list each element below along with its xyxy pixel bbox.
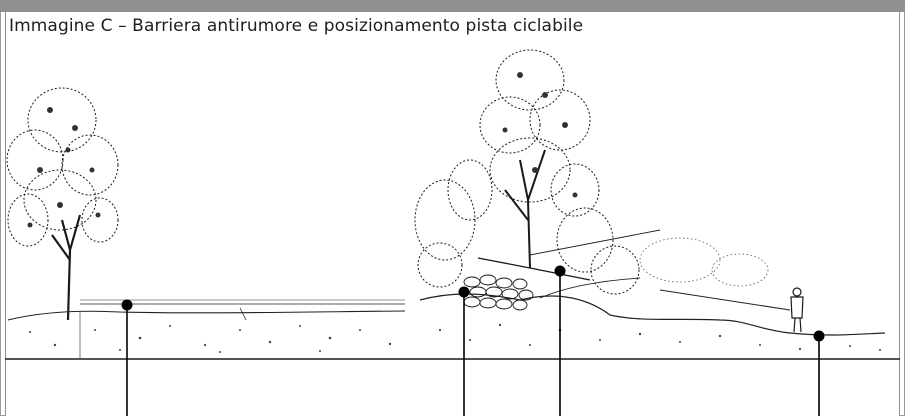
window-top-bar [0, 0, 905, 12]
figure-title: Immagine C – Barriera antirumore e posiz… [9, 16, 584, 36]
noise-barrier-stones [463, 257, 591, 311]
tree-icon [6, 87, 119, 321]
callout-2 [458, 286, 470, 416]
callout-4 [813, 330, 825, 416]
callout-marker-icon [554, 265, 566, 277]
embankment-section [419, 229, 886, 351]
soil-section-left [7, 299, 406, 358]
callout-marker-icon [813, 330, 825, 342]
tree-icon [479, 49, 600, 269]
callout-marker-icon [121, 299, 133, 311]
callout-marker-icon [458, 286, 470, 298]
callout-3 [554, 265, 566, 416]
shrub-icon [639, 237, 769, 287]
person-icon [790, 287, 804, 333]
callout-1 [121, 299, 133, 416]
shrub-icon [414, 159, 640, 295]
figure-panel [5, 12, 900, 416]
